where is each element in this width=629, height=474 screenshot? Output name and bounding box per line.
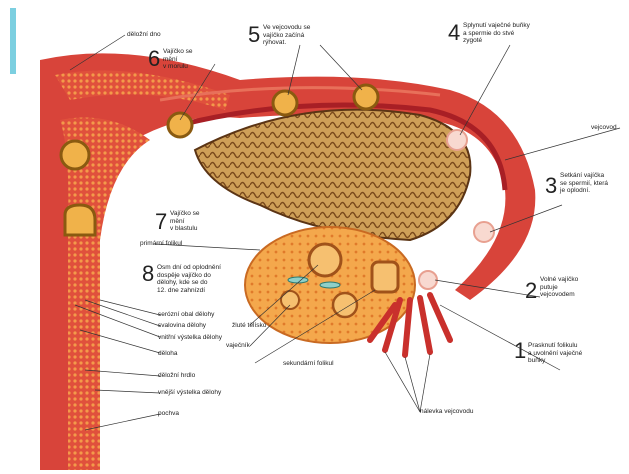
step-1-number: 1 — [514, 340, 526, 362]
step-2-text: Volné vajíčko putuje vejcovodem — [540, 276, 578, 299]
step-2-number: 2 — [525, 280, 537, 302]
tube-mucosa — [195, 110, 470, 240]
step-8-text: Osm dní od oplodnění dospěje vajíčko do … — [157, 264, 221, 294]
label-sekundarni-folikul: sekundární folikul — [283, 360, 334, 368]
label-nalevka: nálevka vejcovodu — [420, 408, 473, 416]
label-serozni-obal: serózní obal dělohy — [158, 311, 214, 319]
secondary-follicle — [372, 262, 398, 292]
egg-5b — [354, 85, 378, 109]
step-3-number: 3 — [545, 175, 557, 197]
label-deloha: děloha — [158, 350, 178, 358]
label-primarni-folikul: primární folikul — [140, 240, 182, 248]
egg-3 — [474, 222, 494, 242]
label-vnitrni-vystelka: vnitřní výstelka dělohy — [158, 334, 222, 342]
step-1-text: Prasknutí folikulu a uvolnění vaječné bu… — [528, 342, 582, 365]
step-5-text: Ve vejcovodu se vajíčko začíná rýhovat. — [263, 24, 310, 47]
label-vajecnik: vaječník — [226, 342, 250, 350]
label-vnejsi-vystelka: vnější výstelka dělohy — [158, 389, 221, 397]
step-6-number: 6 — [148, 48, 160, 70]
corpus-luteum — [309, 244, 341, 276]
label-pochva: pochva — [158, 410, 179, 418]
egg-blastocyst — [65, 205, 95, 235]
step-4-text: Splynutí vaječné buňky a spermie do stvé… — [463, 22, 530, 45]
egg-2 — [419, 271, 437, 289]
step-4-number: 4 — [448, 22, 460, 44]
step-6-text: Vajíčko se mění v morulu — [163, 48, 193, 71]
step-7-text: Vajíčko se mění v blastulu — [170, 210, 200, 233]
label-delozni-hrdlo: děložní hrdlo — [158, 372, 195, 380]
label-svalovina: svalovina dělohy — [158, 322, 206, 330]
egg-5a — [273, 91, 297, 115]
egg-morula-6 — [61, 141, 89, 169]
step-7-number: 7 — [155, 211, 167, 233]
label-vejcovod: vejcovod — [591, 124, 617, 132]
egg-6 — [168, 113, 192, 137]
egg-4 — [447, 130, 467, 150]
step-5-number: 5 — [248, 24, 260, 46]
label-zlute-telisko: žluté tělísko — [232, 322, 266, 330]
step-3-text: Setkání vajíčka se spermií, která je opl… — [560, 172, 608, 195]
step-8-number: 8 — [142, 263, 154, 285]
label-delozni-dno: děložní dno — [127, 31, 161, 39]
